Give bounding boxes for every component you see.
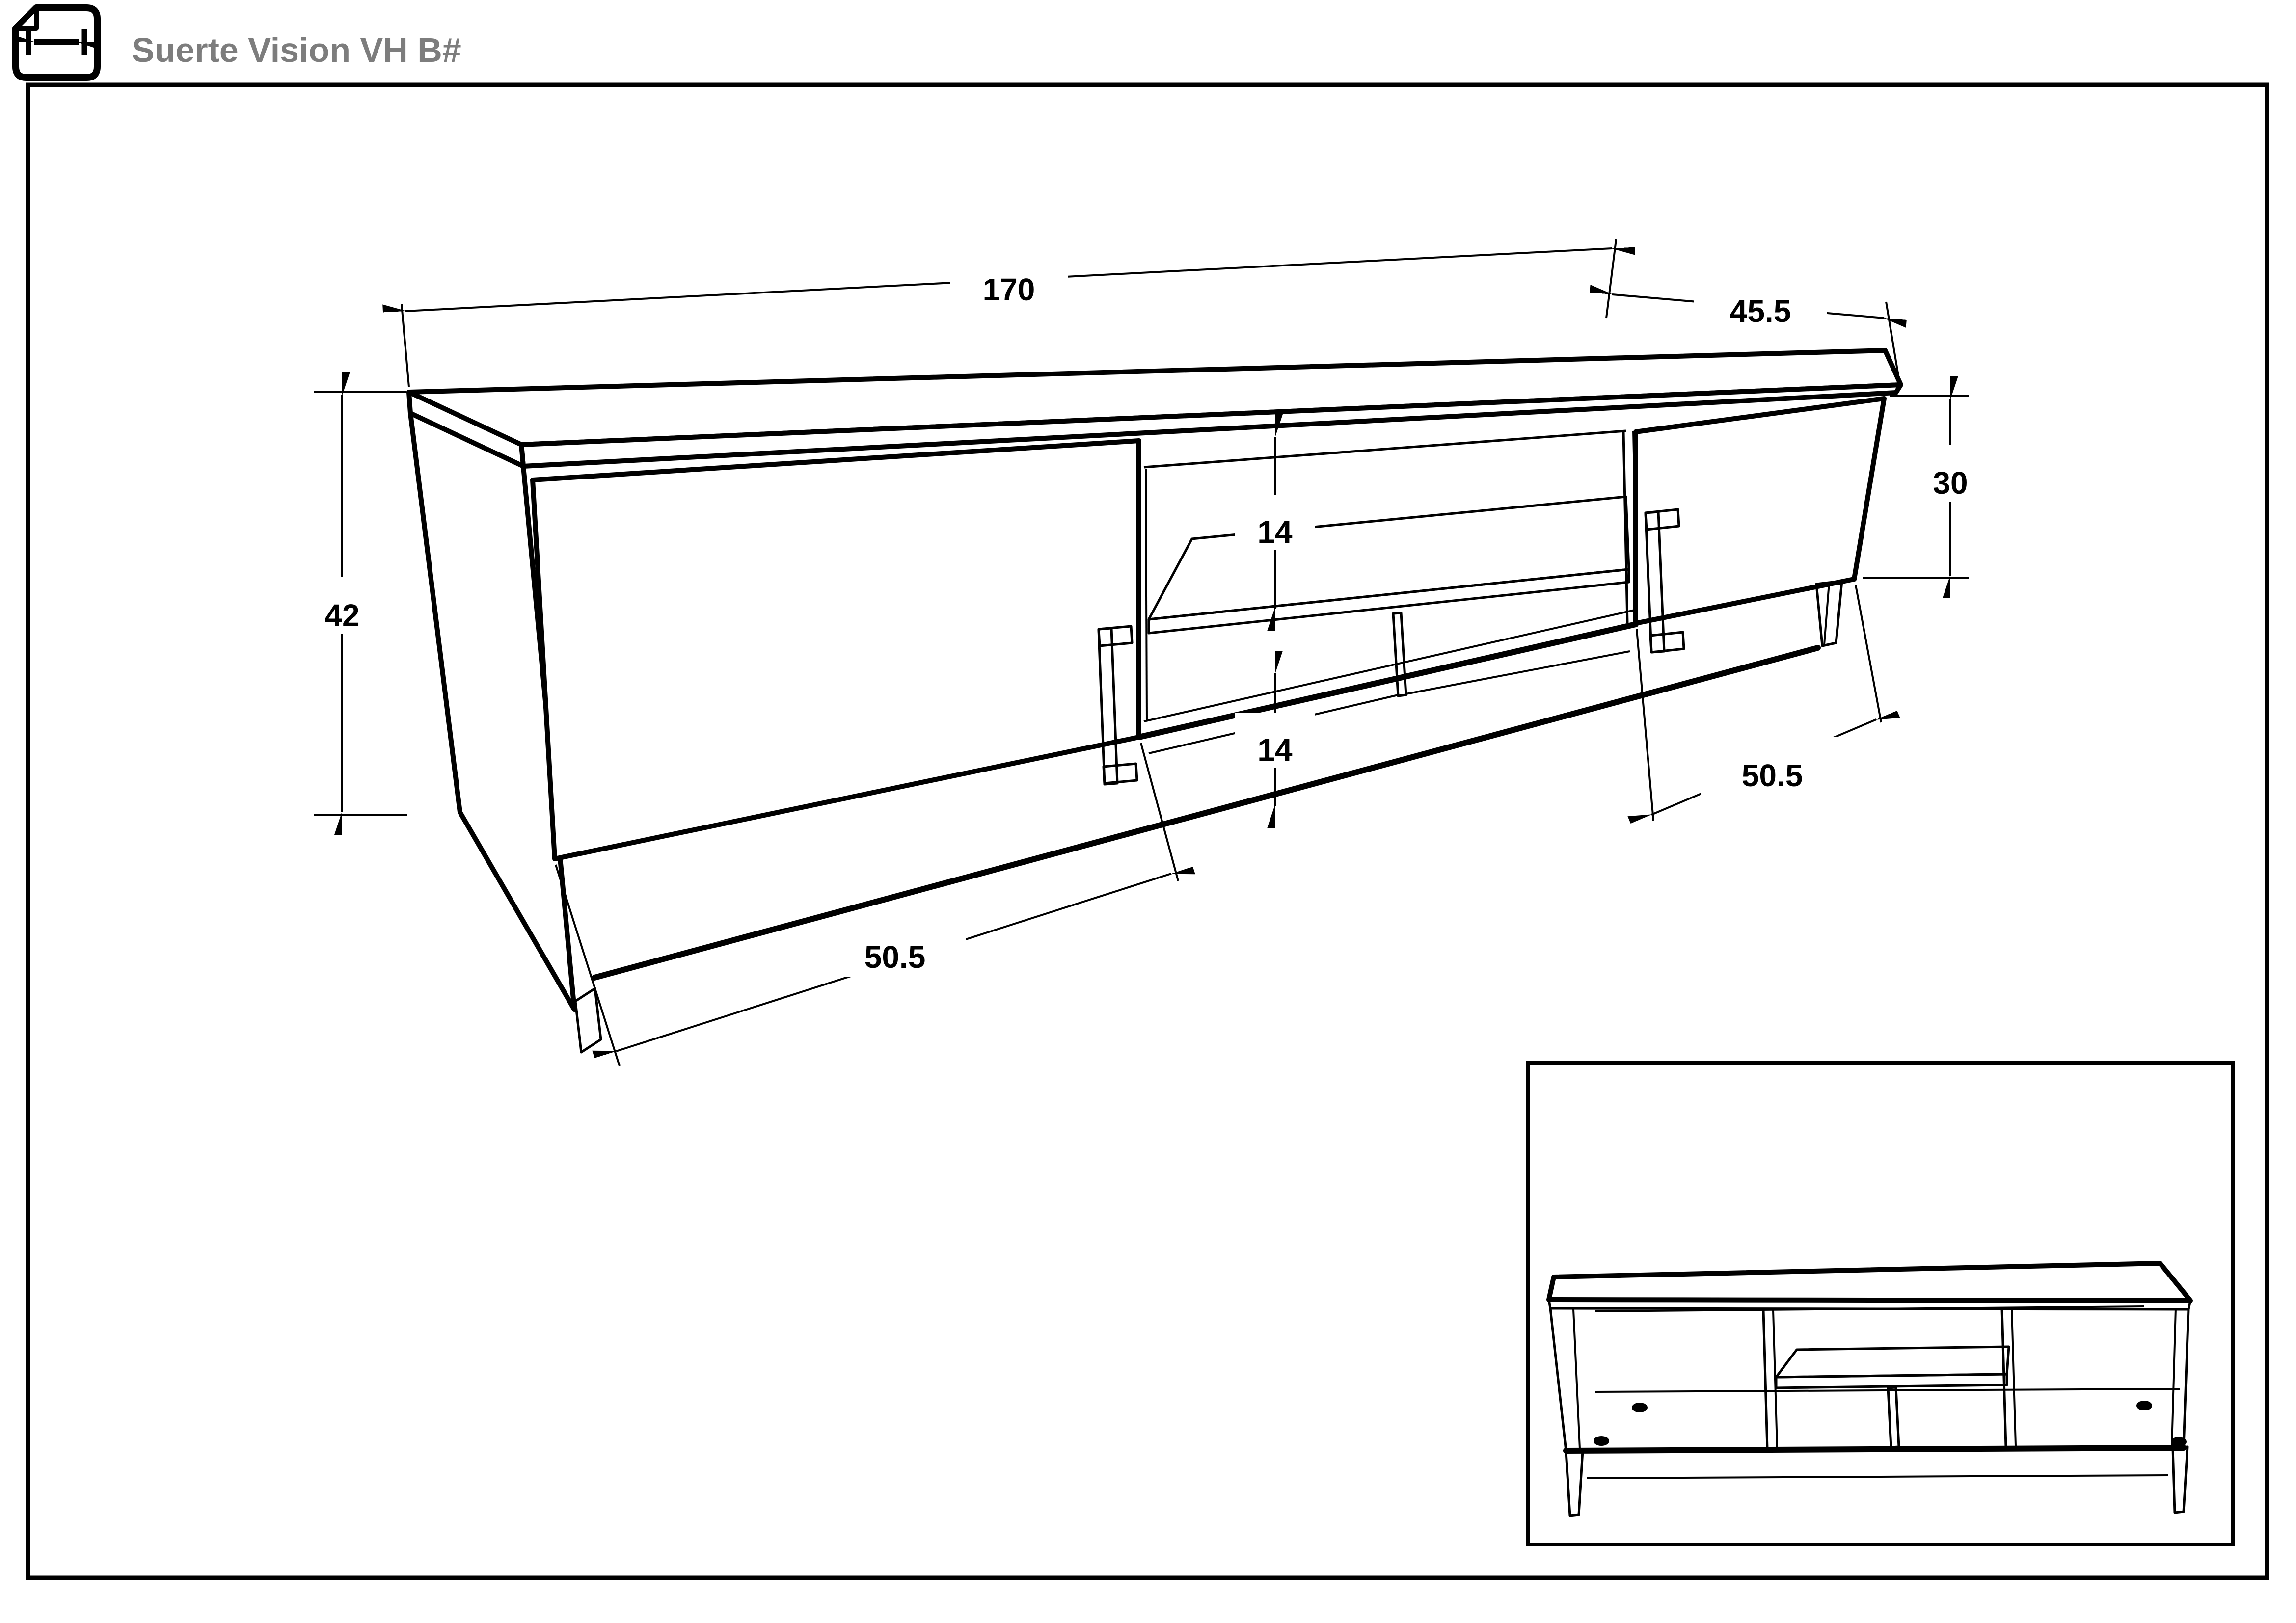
inset-view (1526, 1061, 2235, 1546)
carcass-bottom-front-edge (1136, 621, 1639, 740)
inset-bottom-front-edge (1563, 1445, 2187, 1454)
dimension-document-icon (16, 4, 97, 81)
floor-junction-right (1405, 650, 1630, 695)
dim-label-170: 170 (983, 272, 1035, 307)
cabinet-top-panel (406, 348, 1903, 469)
dim-right-door-width: 50.5 (1637, 585, 1881, 821)
inset-cabinet-drawing (1546, 1261, 2193, 1517)
inset-fitting-holes (1594, 1401, 2187, 1447)
inset-left-panel-outer (1549, 1308, 1567, 1451)
right-inner-wall-front (1622, 431, 1629, 624)
dim-label-50-5-right: 50.5 (1742, 758, 1803, 793)
dim-lower-shelf-gap: 14 (1235, 673, 1315, 806)
page-title: Suerte Vision VH B# (132, 31, 461, 69)
back-wall-top-edge (1143, 429, 1626, 469)
dim-label-45-5: 45.5 (1730, 293, 1791, 329)
inset-right-panel-outer (2182, 1309, 2190, 1448)
inset-right-leg (2171, 1445, 2189, 1514)
inset-plinth-bottom-edge (1586, 1474, 2168, 1479)
inset-left-leg (1565, 1449, 1584, 1517)
title-bar: Suerte Vision VH B# (16, 4, 461, 81)
under-shelf-divider (1392, 612, 1407, 697)
center-compartment (1136, 429, 1639, 754)
inset-floor-back-edge (1595, 1388, 2180, 1393)
cabinet-left-side-panel (408, 411, 577, 1012)
dim-upper-shelf-gap: 14 (1235, 437, 1315, 609)
dim-label-42: 42 (324, 598, 359, 633)
floor-front-edge (1143, 609, 1637, 722)
dimensions: 170 45.5 42 30 14 (298, 239, 1995, 1066)
dim-label-14-upper: 14 (1257, 514, 1293, 550)
dim-depth: 45.5 (1612, 274, 1899, 379)
dim-overall-height: 42 (298, 392, 407, 815)
dim-left-door-width: 50.5 (555, 743, 1178, 1066)
cabinet-drawing (406, 348, 1903, 1054)
inset-back-wall-top (1595, 1305, 2145, 1312)
right-front-leg (1815, 580, 1843, 647)
dim-label-30: 30 (1933, 465, 1968, 501)
dim-right-height: 30 (1863, 396, 1995, 578)
cabinet-right-door (1633, 396, 1887, 654)
inset-frame (1526, 1061, 2235, 1546)
cabinet-left-door (530, 438, 1141, 861)
dim-label-14-lower: 14 (1257, 732, 1293, 768)
inset-right-panel-inner (2171, 1308, 2177, 1447)
drawing-frame (26, 82, 2269, 1580)
center-shelf (1147, 495, 1630, 635)
left-door-handle (1097, 625, 1138, 786)
dim-label-50-5-left: 50.5 (864, 939, 926, 975)
inset-left-panel-inner (1572, 1309, 1581, 1449)
left-inner-wall (1145, 468, 1148, 721)
right-door-handle (1644, 508, 1685, 654)
dim-overall-width: 170 (402, 239, 1616, 387)
right-leg-inner-line (1823, 582, 1830, 645)
